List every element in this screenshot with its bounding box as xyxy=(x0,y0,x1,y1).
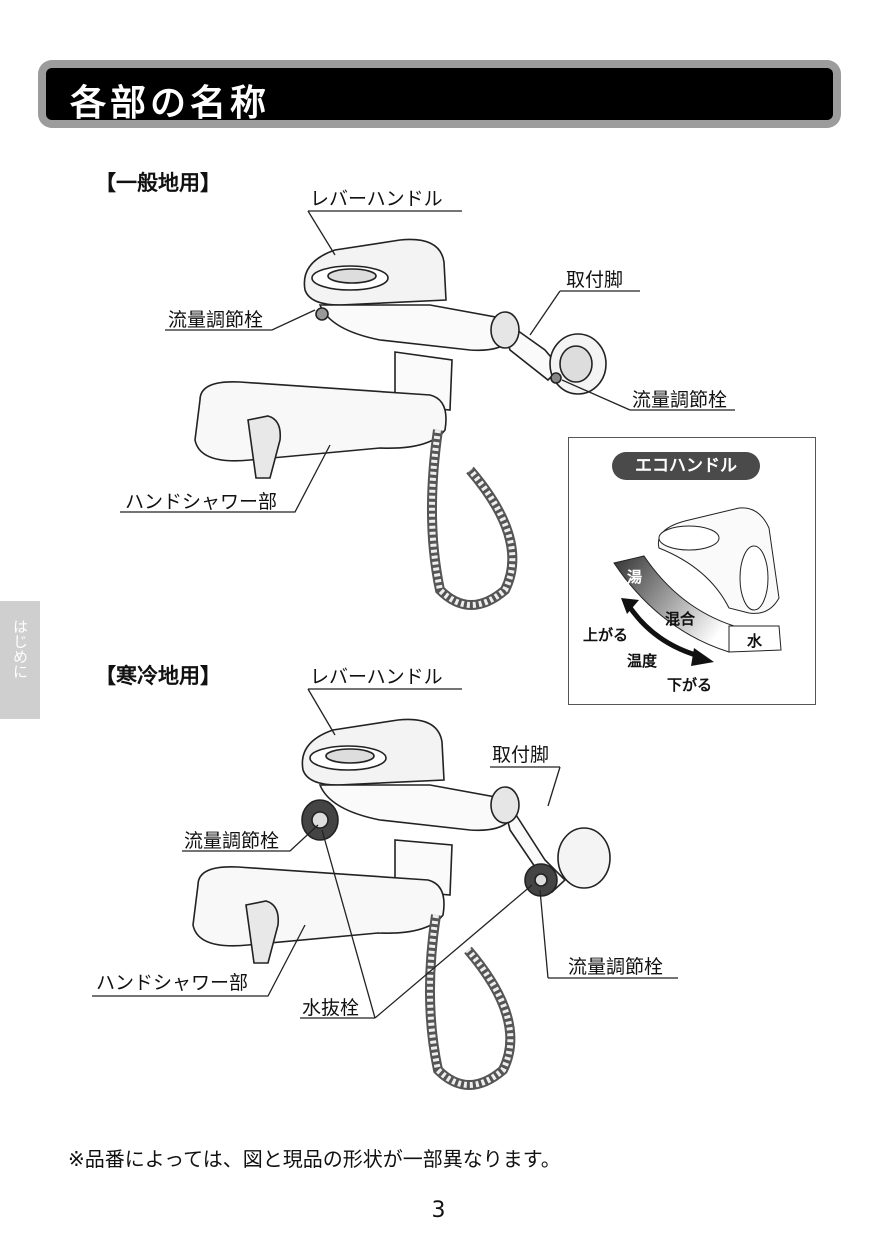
cold-drain-plug-label: 水抜栓 xyxy=(302,997,360,1019)
eco-water-label: 水 xyxy=(747,632,763,650)
page-title: 各部の名称 xyxy=(70,83,271,124)
eco-mix-label: 混合 xyxy=(665,610,696,628)
cold-faucet-drawing xyxy=(192,718,611,1090)
general-flow-valve-left-label: 流量調節栓 xyxy=(168,309,264,331)
general-hand-shower-label: ハンドシャワー部 xyxy=(125,491,278,513)
cold-flow-valve-right-label: 流量調節栓 xyxy=(568,956,664,978)
side-tab: はじめに xyxy=(0,601,40,719)
eco-down-label: 下がる xyxy=(667,676,713,694)
general-faucet-drawing xyxy=(194,238,607,610)
cold-flow-valve-left-label: 流量調節栓 xyxy=(184,830,280,852)
eco-hot-label: 湯 xyxy=(627,568,643,586)
general-mount-leg-label: 取付脚 xyxy=(566,269,624,291)
cold-hand-shower-label: ハンドシャワー部 xyxy=(96,972,249,994)
eco-temp-label: 温度 xyxy=(627,652,658,670)
title-bar: 各部の名称 xyxy=(38,60,841,128)
eco-handle-inset: エコハンドル 湯 混合 水 上がる 温度 下がる xyxy=(568,437,816,705)
eco-up-label: 上がる xyxy=(583,626,629,644)
eco-handle-drawing xyxy=(613,507,782,666)
cold-mount-leg-label: 取付脚 xyxy=(492,744,550,766)
title-bar-inner: 各部の名称 xyxy=(46,68,833,124)
side-tab-label: はじめに xyxy=(11,619,29,679)
cold-lever-handle-label: レバーハンドル xyxy=(310,666,443,688)
general-flow-valve-right-label: 流量調節栓 xyxy=(632,389,728,411)
general-heading: 【一般地用】 xyxy=(95,171,221,195)
cold-heading: 【寒冷地用】 xyxy=(95,664,221,688)
general-lever-handle-label: レバーハンドル xyxy=(310,188,443,210)
eco-handle-title: エコハンドル xyxy=(612,452,760,480)
page-number: 3 xyxy=(431,1198,446,1223)
footnote: ※品番によっては、図と現品の形状が一部異なります。 xyxy=(68,1147,561,1171)
